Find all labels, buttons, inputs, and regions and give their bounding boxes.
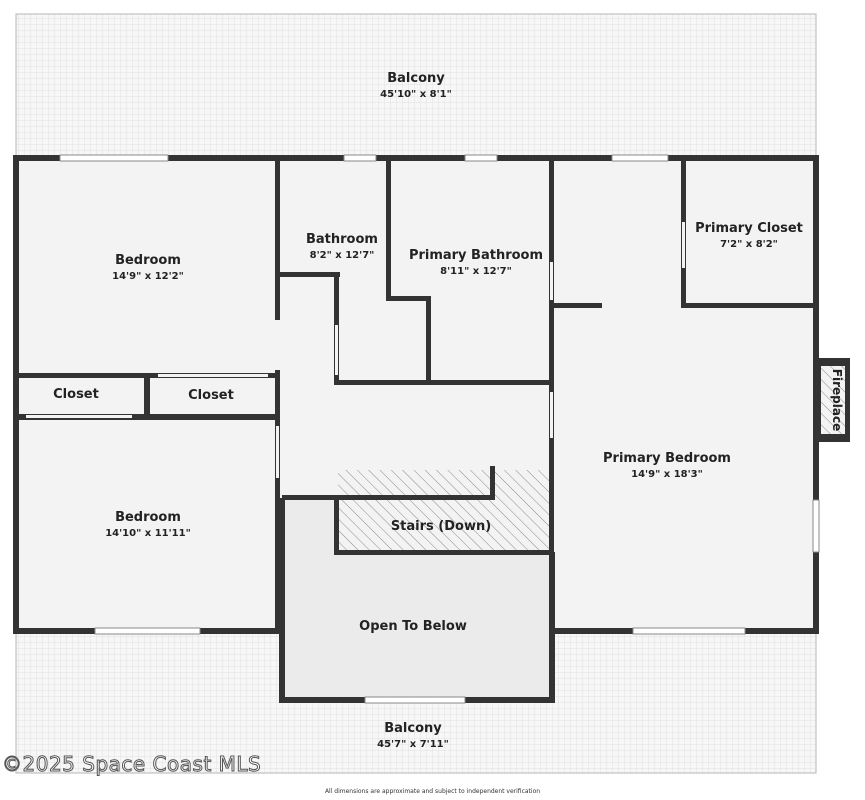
closet-right-name: Closet — [188, 388, 234, 403]
primary-bedroom-name: Primary Bedroom — [603, 451, 731, 466]
primary-closet-dims: 7'2" x 8'2" — [720, 239, 778, 250]
stairs-name: Stairs (Down) — [391, 519, 491, 534]
open-to-below-name: Open To Below — [359, 619, 467, 634]
bathroom-name: Bathroom — [306, 232, 378, 247]
balcony-top-dims: 45'10" x 8'1" — [380, 89, 452, 100]
bedroom-top-name: Bedroom — [115, 253, 181, 268]
fireplace-hearth — [821, 366, 845, 434]
watermark-text: ©2025 Space Coast MLS — [1, 752, 262, 777]
fireplace-name: Fireplace — [830, 369, 844, 431]
windows — [59, 154, 820, 704]
balcony-top-name: Balcony — [387, 71, 445, 86]
primary-closet-name: Primary Closet — [695, 221, 803, 236]
disclaimer-text: All dimensions are approximate and subje… — [324, 788, 541, 795]
primary-bathroom-dims: 8'11" x 12'7" — [440, 266, 512, 277]
balcony-top-area — [15, 13, 817, 159]
bedroom-top-dims: 14'9" x 12'2" — [112, 271, 184, 282]
door-openings — [26, 222, 685, 478]
closet-left-name: Closet — [53, 387, 99, 402]
balcony-bottom-dims: 45'7" x 7'11" — [377, 739, 449, 750]
stairs-area — [338, 470, 550, 552]
bedroom-bottom-dims: 14'10" x 11'11" — [105, 528, 191, 539]
bedroom-bottom-name: Bedroom — [115, 510, 181, 525]
bathroom-dims: 8'2" x 12'7" — [310, 250, 375, 261]
primary-bathroom-name: Primary Bathroom — [409, 248, 543, 263]
balcony-bottom-name: Balcony — [384, 721, 442, 736]
primary-bedroom-dims: 14'9" x 18'3" — [631, 469, 703, 480]
